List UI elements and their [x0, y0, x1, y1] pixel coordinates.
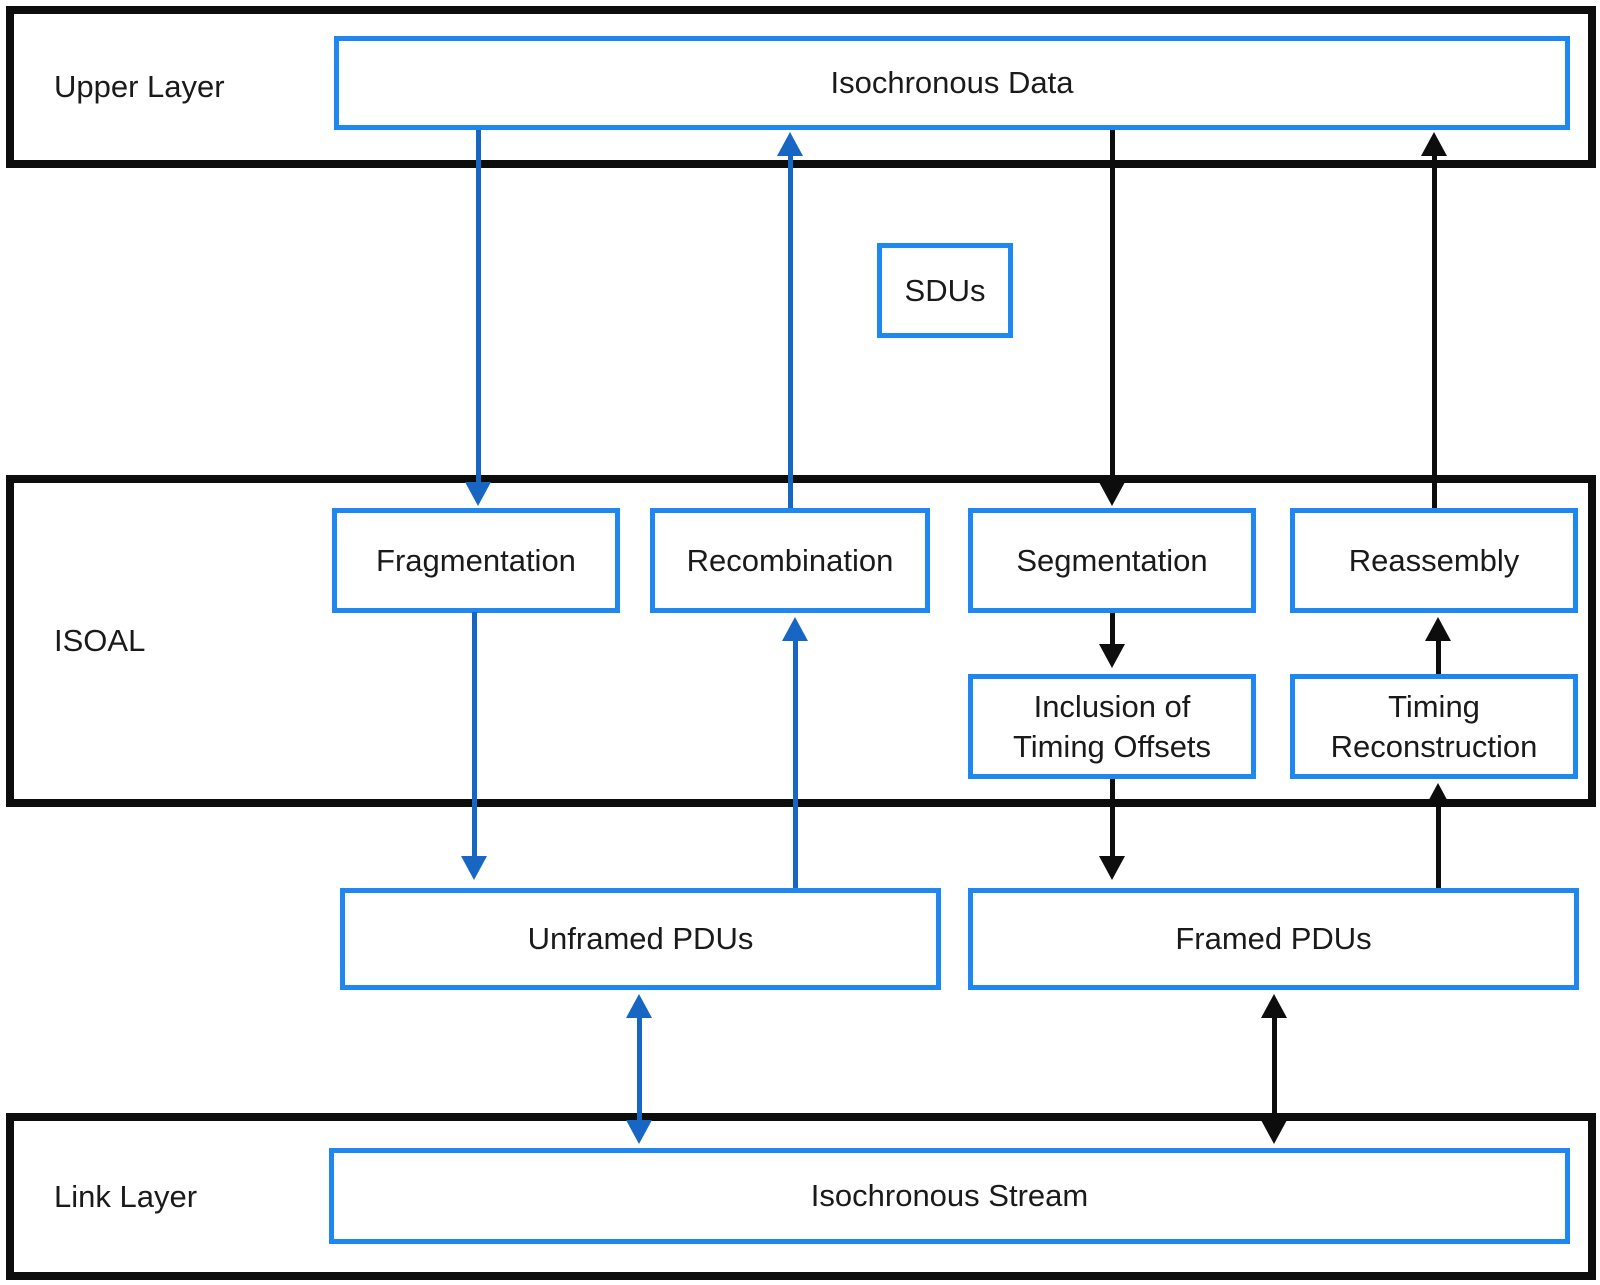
arrow-up-head-icon — [1261, 994, 1287, 1018]
segmentation-box: Segmentation — [968, 508, 1256, 613]
fragmentation-label: Fragmentation — [376, 542, 576, 578]
arrow-up-head-icon — [626, 994, 652, 1018]
timing-reconstruction-label-line2: Reconstruction — [1330, 728, 1538, 764]
inclusion-of-timing-offsets-label-line1: Inclusion of — [1033, 688, 1191, 724]
isoal-band: ISOAL Fragmentation Recombination Segmen… — [6, 475, 1596, 807]
arrow-shaft — [1110, 779, 1115, 858]
arrow-shaft — [793, 639, 798, 888]
framed-pdus-box: Framed PDUs — [968, 888, 1579, 990]
arrow-shaft — [788, 154, 793, 508]
isochronous-data-label: Isochronous Data — [830, 65, 1074, 100]
arrow-shaft — [476, 130, 481, 484]
arrow-shaft — [472, 612, 477, 858]
arrow-shaft — [1432, 154, 1437, 508]
sdus-label: SDUs — [904, 272, 986, 308]
reassembly-box: Reassembly — [1290, 508, 1578, 613]
segmentation-label: Segmentation — [1016, 542, 1208, 578]
arrow-shaft — [1272, 1016, 1277, 1122]
arrow-up-head-icon — [1421, 132, 1447, 156]
arrow-down-head-icon — [1261, 1120, 1287, 1144]
arrow-down-head-icon — [1099, 644, 1125, 668]
arrow-shaft — [1110, 130, 1115, 484]
framed-pdus-label: Framed PDUs — [1175, 921, 1372, 956]
unframed-pdus-box: Unframed PDUs — [340, 888, 941, 990]
upper-layer-label: Upper Layer — [54, 69, 225, 104]
fragmentation-box: Fragmentation — [332, 508, 620, 613]
arrow-up-head-icon — [777, 132, 803, 156]
inclusion-of-timing-offsets-box: Inclusion of Timing Offsets — [968, 674, 1256, 779]
upper-layer-band: Upper Layer Isochronous Data — [6, 6, 1596, 168]
link-layer-label: Link Layer — [54, 1178, 198, 1214]
inclusion-of-timing-offsets-label-line2: Timing Offsets — [1012, 728, 1212, 764]
recombination-box: Recombination — [650, 508, 930, 613]
unframed-pdus-label: Unframed PDUs — [527, 921, 754, 956]
arrow-shaft — [637, 1016, 642, 1122]
isoal-label: ISOAL — [54, 623, 146, 658]
arrow-up-head-icon — [1425, 617, 1451, 641]
arrow-down-head-icon — [1099, 482, 1125, 506]
arrow-down-head-icon — [465, 482, 491, 506]
arrow-shaft — [1436, 805, 1441, 888]
sdus-box: SDUs — [877, 243, 1013, 338]
arrow-shaft — [1110, 613, 1115, 646]
arrow-down-head-icon — [626, 1120, 652, 1144]
isochronous-data-box: Isochronous Data — [334, 36, 1570, 130]
link-layer-band: Link Layer Isochronous Stream — [6, 1113, 1596, 1280]
isochronous-stream-label: Isochronous Stream — [810, 1178, 1089, 1213]
arrow-up-head-icon — [1425, 783, 1451, 807]
arrow-shaft — [1436, 639, 1441, 674]
isochronous-stream-box: Isochronous Stream — [329, 1148, 1570, 1244]
timing-reconstruction-box: Timing Reconstruction — [1290, 674, 1578, 779]
recombination-label: Recombination — [686, 542, 894, 578]
timing-reconstruction-label-line1: Timing — [1388, 688, 1480, 724]
arrow-down-head-icon — [1099, 856, 1125, 880]
arrow-up-head-icon — [782, 617, 808, 641]
reassembly-label: Reassembly — [1348, 542, 1520, 578]
arrow-down-head-icon — [461, 856, 487, 880]
